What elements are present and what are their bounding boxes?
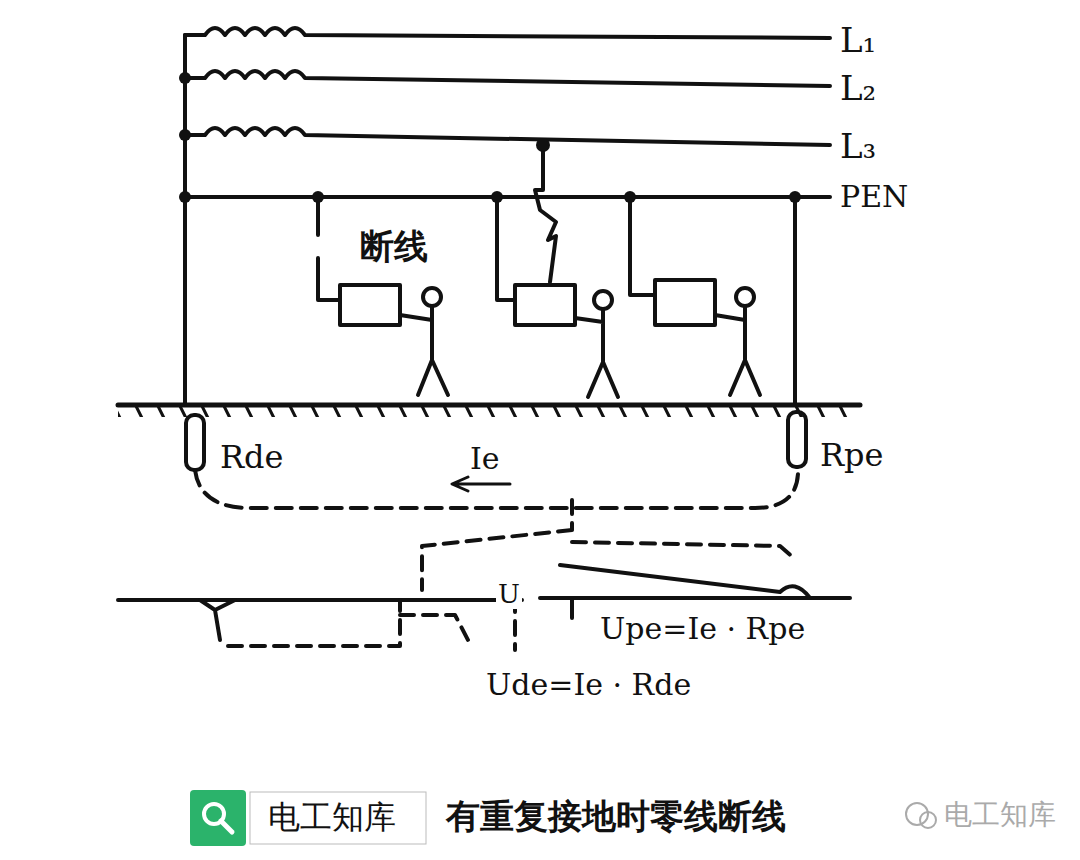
device-box xyxy=(655,280,715,325)
fault-path xyxy=(535,145,556,282)
formula-label: Ude=Ie · Rde xyxy=(484,668,693,701)
junction-dot xyxy=(179,191,191,203)
tag-box xyxy=(250,792,426,844)
coil-l1 xyxy=(185,28,830,38)
source-tag: 电工知库 xyxy=(266,800,398,835)
current-arrow xyxy=(452,477,510,491)
potential-dip xyxy=(200,600,235,640)
phase-label: L₃ xyxy=(838,128,878,165)
device-box xyxy=(340,285,400,325)
search-icon xyxy=(221,821,232,832)
junction-dot xyxy=(491,191,503,203)
broken-pen-branch xyxy=(318,197,340,300)
person xyxy=(715,288,760,395)
coil-l3 xyxy=(185,128,830,145)
break-label: 断线 xyxy=(358,228,430,265)
potential-guide xyxy=(228,598,515,650)
phase-label: L₁ xyxy=(838,22,878,59)
pen-branch xyxy=(497,197,515,300)
person xyxy=(575,291,618,397)
junction-dot xyxy=(536,138,550,152)
pen-branch xyxy=(630,197,655,295)
person xyxy=(400,288,448,395)
junction-dot xyxy=(179,72,191,84)
junction-dot xyxy=(312,191,324,203)
coil-l2 xyxy=(185,71,830,86)
potential-baseline xyxy=(118,598,850,600)
phase-label: L₂ xyxy=(838,70,878,107)
junction-dot xyxy=(789,191,801,203)
junction-dot xyxy=(179,129,191,141)
device-box xyxy=(515,285,575,325)
current-label: Ie xyxy=(468,442,502,475)
formula-label: Upe=Ie · Rpe xyxy=(598,612,807,645)
ground-hatch xyxy=(118,405,860,417)
voltage-label: U xyxy=(496,580,522,609)
figure-caption: 有重复接地时零线断线 xyxy=(444,798,788,835)
wechat-icon xyxy=(906,803,928,825)
pen-wire xyxy=(185,195,830,199)
junction-dot xyxy=(624,191,636,203)
search-badge xyxy=(190,790,246,846)
earth-electrode-rpe xyxy=(788,412,806,467)
repeat-earth-wire xyxy=(793,197,797,405)
watermark: 电工知库 xyxy=(942,800,1058,831)
earth-electrode-rde xyxy=(186,415,204,470)
resistance-label: Rpe xyxy=(818,438,886,473)
potential-curve xyxy=(560,565,810,598)
resistance-label: Rde xyxy=(218,440,286,475)
conductor-label: PEN xyxy=(838,180,910,213)
neutral-star-wire xyxy=(183,35,187,405)
potential-guide xyxy=(422,500,796,590)
wechat-icon xyxy=(920,812,936,828)
potential-tick xyxy=(570,600,574,618)
